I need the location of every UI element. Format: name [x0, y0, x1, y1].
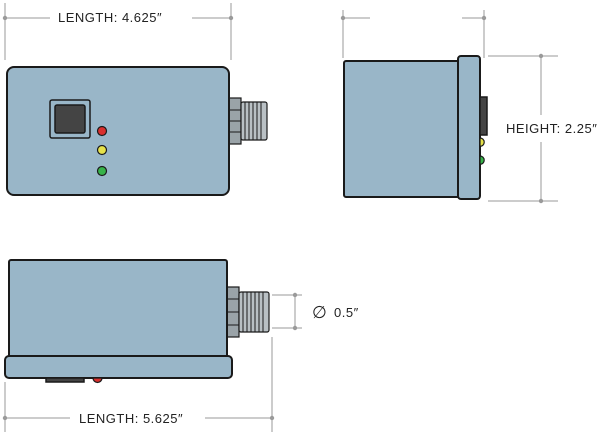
- diameter-dimension: ∅ 0.5″: [272, 292, 359, 331]
- side-led-green: [479, 155, 485, 166]
- front-view-window-edge: [45, 377, 85, 383]
- display-window: [54, 104, 86, 134]
- bottom-length-dimension: LENGTH: 5.625″: [2, 337, 275, 432]
- side-view-housing: [343, 60, 465, 198]
- thread-ridges: [244, 102, 262, 140]
- led-red: [96, 125, 108, 137]
- front-view: ∅ 0.5″ LENGTH: 5.625″: [2, 259, 359, 432]
- height-label: HEIGHT: 2.25″: [506, 121, 597, 136]
- front-hex-edges: [227, 298, 239, 326]
- led-green: [96, 165, 108, 177]
- top-length-label: LENGTH: 4.625″: [58, 10, 162, 25]
- front-view-base-plate: [4, 355, 233, 379]
- side-view: HEIGHT: 2.25″: [340, 10, 597, 204]
- side-view-cover: [457, 55, 481, 200]
- side-width-dot-right: [481, 15, 487, 21]
- front-view-housing: [8, 259, 228, 361]
- side-view-connector-stub: [479, 96, 488, 136]
- top-length-dot-left: [2, 15, 8, 21]
- diameter-symbol: ∅: [312, 303, 327, 322]
- led-yellow: [96, 144, 108, 156]
- top-view-housing: [6, 66, 230, 196]
- bottom-length-dot-left: [2, 415, 8, 421]
- bottom-length-label: LENGTH: 5.625″: [79, 411, 183, 426]
- height-dot-bottom: [538, 198, 544, 204]
- top-length-dimension: LENGTH: 4.625″: [2, 3, 234, 60]
- side-led-yellow: [479, 137, 485, 148]
- top-view: LENGTH: 4.625″: [2, 3, 268, 196]
- diameter-label: 0.5″: [334, 305, 359, 320]
- diameter-dot-bottom: [292, 325, 298, 331]
- front-view-connector: [226, 286, 270, 338]
- top-view-connector: [228, 97, 268, 145]
- front-thread-ridges: [242, 292, 264, 332]
- height-dot-top: [538, 53, 544, 59]
- front-led-red: [92, 377, 103, 384]
- side-width-dot-left: [340, 15, 346, 21]
- diameter-dot-top: [292, 292, 298, 298]
- height-dimension: HEIGHT: 2.25″: [488, 53, 597, 204]
- bottom-length-dot-right: [269, 415, 275, 421]
- top-length-dot-right: [228, 15, 234, 21]
